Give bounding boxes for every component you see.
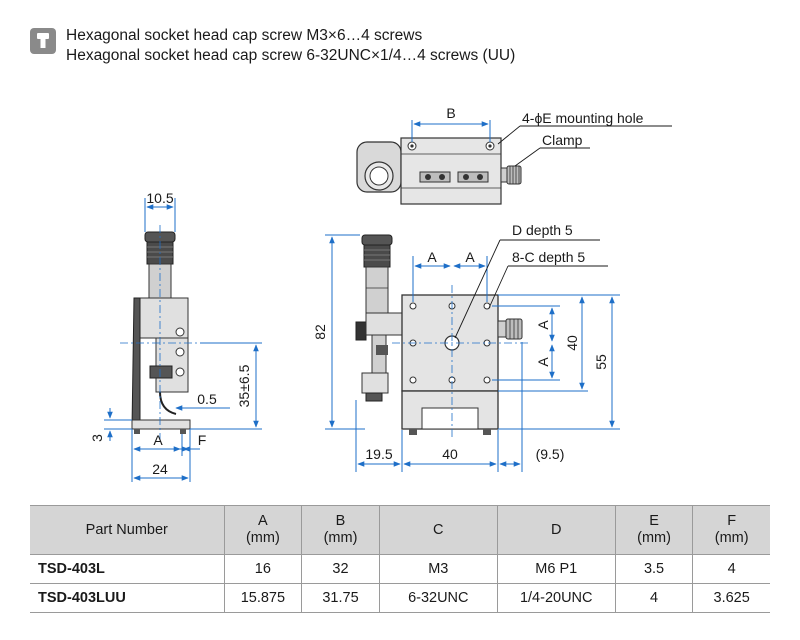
cell-part: TSD-403L <box>30 554 225 584</box>
cell-a: 15.875 <box>223 583 303 613</box>
label-40-bottom: 40 <box>442 446 458 462</box>
label-side-f: F <box>198 432 207 448</box>
cell-c: M3 <box>378 554 498 584</box>
cell-a: 16 <box>223 554 303 584</box>
screw-note-line-2: Hexagonal socket head cap screw 6-32UNC×… <box>66 47 516 64</box>
cell-b: 31.75 <box>301 583 380 613</box>
label-clamp: Clamp <box>542 132 583 148</box>
spec-table: Part Number A(mm) B(mm) C D E(mm) F(mm) … <box>30 505 770 613</box>
front-view: A A D depth 5 8-C depth 5 A A 40 <box>312 222 620 472</box>
label-9-5: (9.5) <box>536 446 565 462</box>
cell-d: M6 P1 <box>496 554 616 584</box>
cell-f: 3.625 <box>692 583 770 613</box>
header-d: D <box>496 505 616 555</box>
cell-e: 3.5 <box>614 554 694 584</box>
technical-drawing: B 4-ϕE mounting hole Clamp <box>89 105 672 482</box>
label-0-5: 0.5 <box>197 391 217 407</box>
cell-e: 4 <box>614 583 694 613</box>
label-19-5: 19.5 <box>365 446 392 462</box>
label-c-depth: 8-C depth 5 <box>512 249 585 265</box>
screw-note-line-1: Hexagonal socket head cap screw M3×6…4 s… <box>66 27 423 44</box>
screw-icon <box>30 28 56 54</box>
header-a: A(mm) <box>223 505 303 555</box>
label-a-top-2: A <box>465 249 475 265</box>
table-row: TSD-403L 16 32 M3 M6 P1 3.5 4 <box>30 554 770 584</box>
label-a-right-1: A <box>535 320 551 330</box>
label-55: 55 <box>593 354 609 370</box>
cell-b: 32 <box>301 554 380 584</box>
header-e: E(mm) <box>614 505 694 555</box>
table-header-row: Part Number A(mm) B(mm) C D E(mm) F(mm) <box>30 505 770 555</box>
header-f: F(mm) <box>692 505 770 555</box>
label-40-right: 40 <box>564 335 580 351</box>
top-view: B 4-ϕE mounting hole Clamp <box>356 105 672 205</box>
label-3: 3 <box>89 434 105 442</box>
label-mounting-hole: 4-ϕE mounting hole <box>522 110 644 126</box>
header-part-number: Part Number <box>30 505 225 555</box>
cell-part: TSD-403LUU <box>30 583 225 613</box>
side-view: 10.5 35±6.5 0.5 3 A <box>89 190 262 482</box>
label-d-depth: D depth 5 <box>512 222 573 238</box>
table-row: TSD-403LUU 15.875 31.75 6-32UNC 1/4-20UN… <box>30 583 770 613</box>
label-24: 24 <box>152 461 168 477</box>
cell-c: 6-32UNC <box>378 583 498 613</box>
label-side-a: A <box>153 432 163 448</box>
cell-f: 4 <box>692 554 770 584</box>
label-82: 82 <box>312 324 328 340</box>
label-35: 35±6.5 <box>236 364 252 407</box>
header-c: C <box>378 505 498 555</box>
label-b: B <box>446 105 455 121</box>
label-a-top-1: A <box>427 249 437 265</box>
label-10-5: 10.5 <box>146 190 173 206</box>
screw-note: Hexagonal socket head cap screw M3×6…4 s… <box>30 26 770 70</box>
label-a-right-2: A <box>535 357 551 367</box>
cell-d: 1/4-20UNC <box>496 583 616 613</box>
header-b: B(mm) <box>301 505 380 555</box>
